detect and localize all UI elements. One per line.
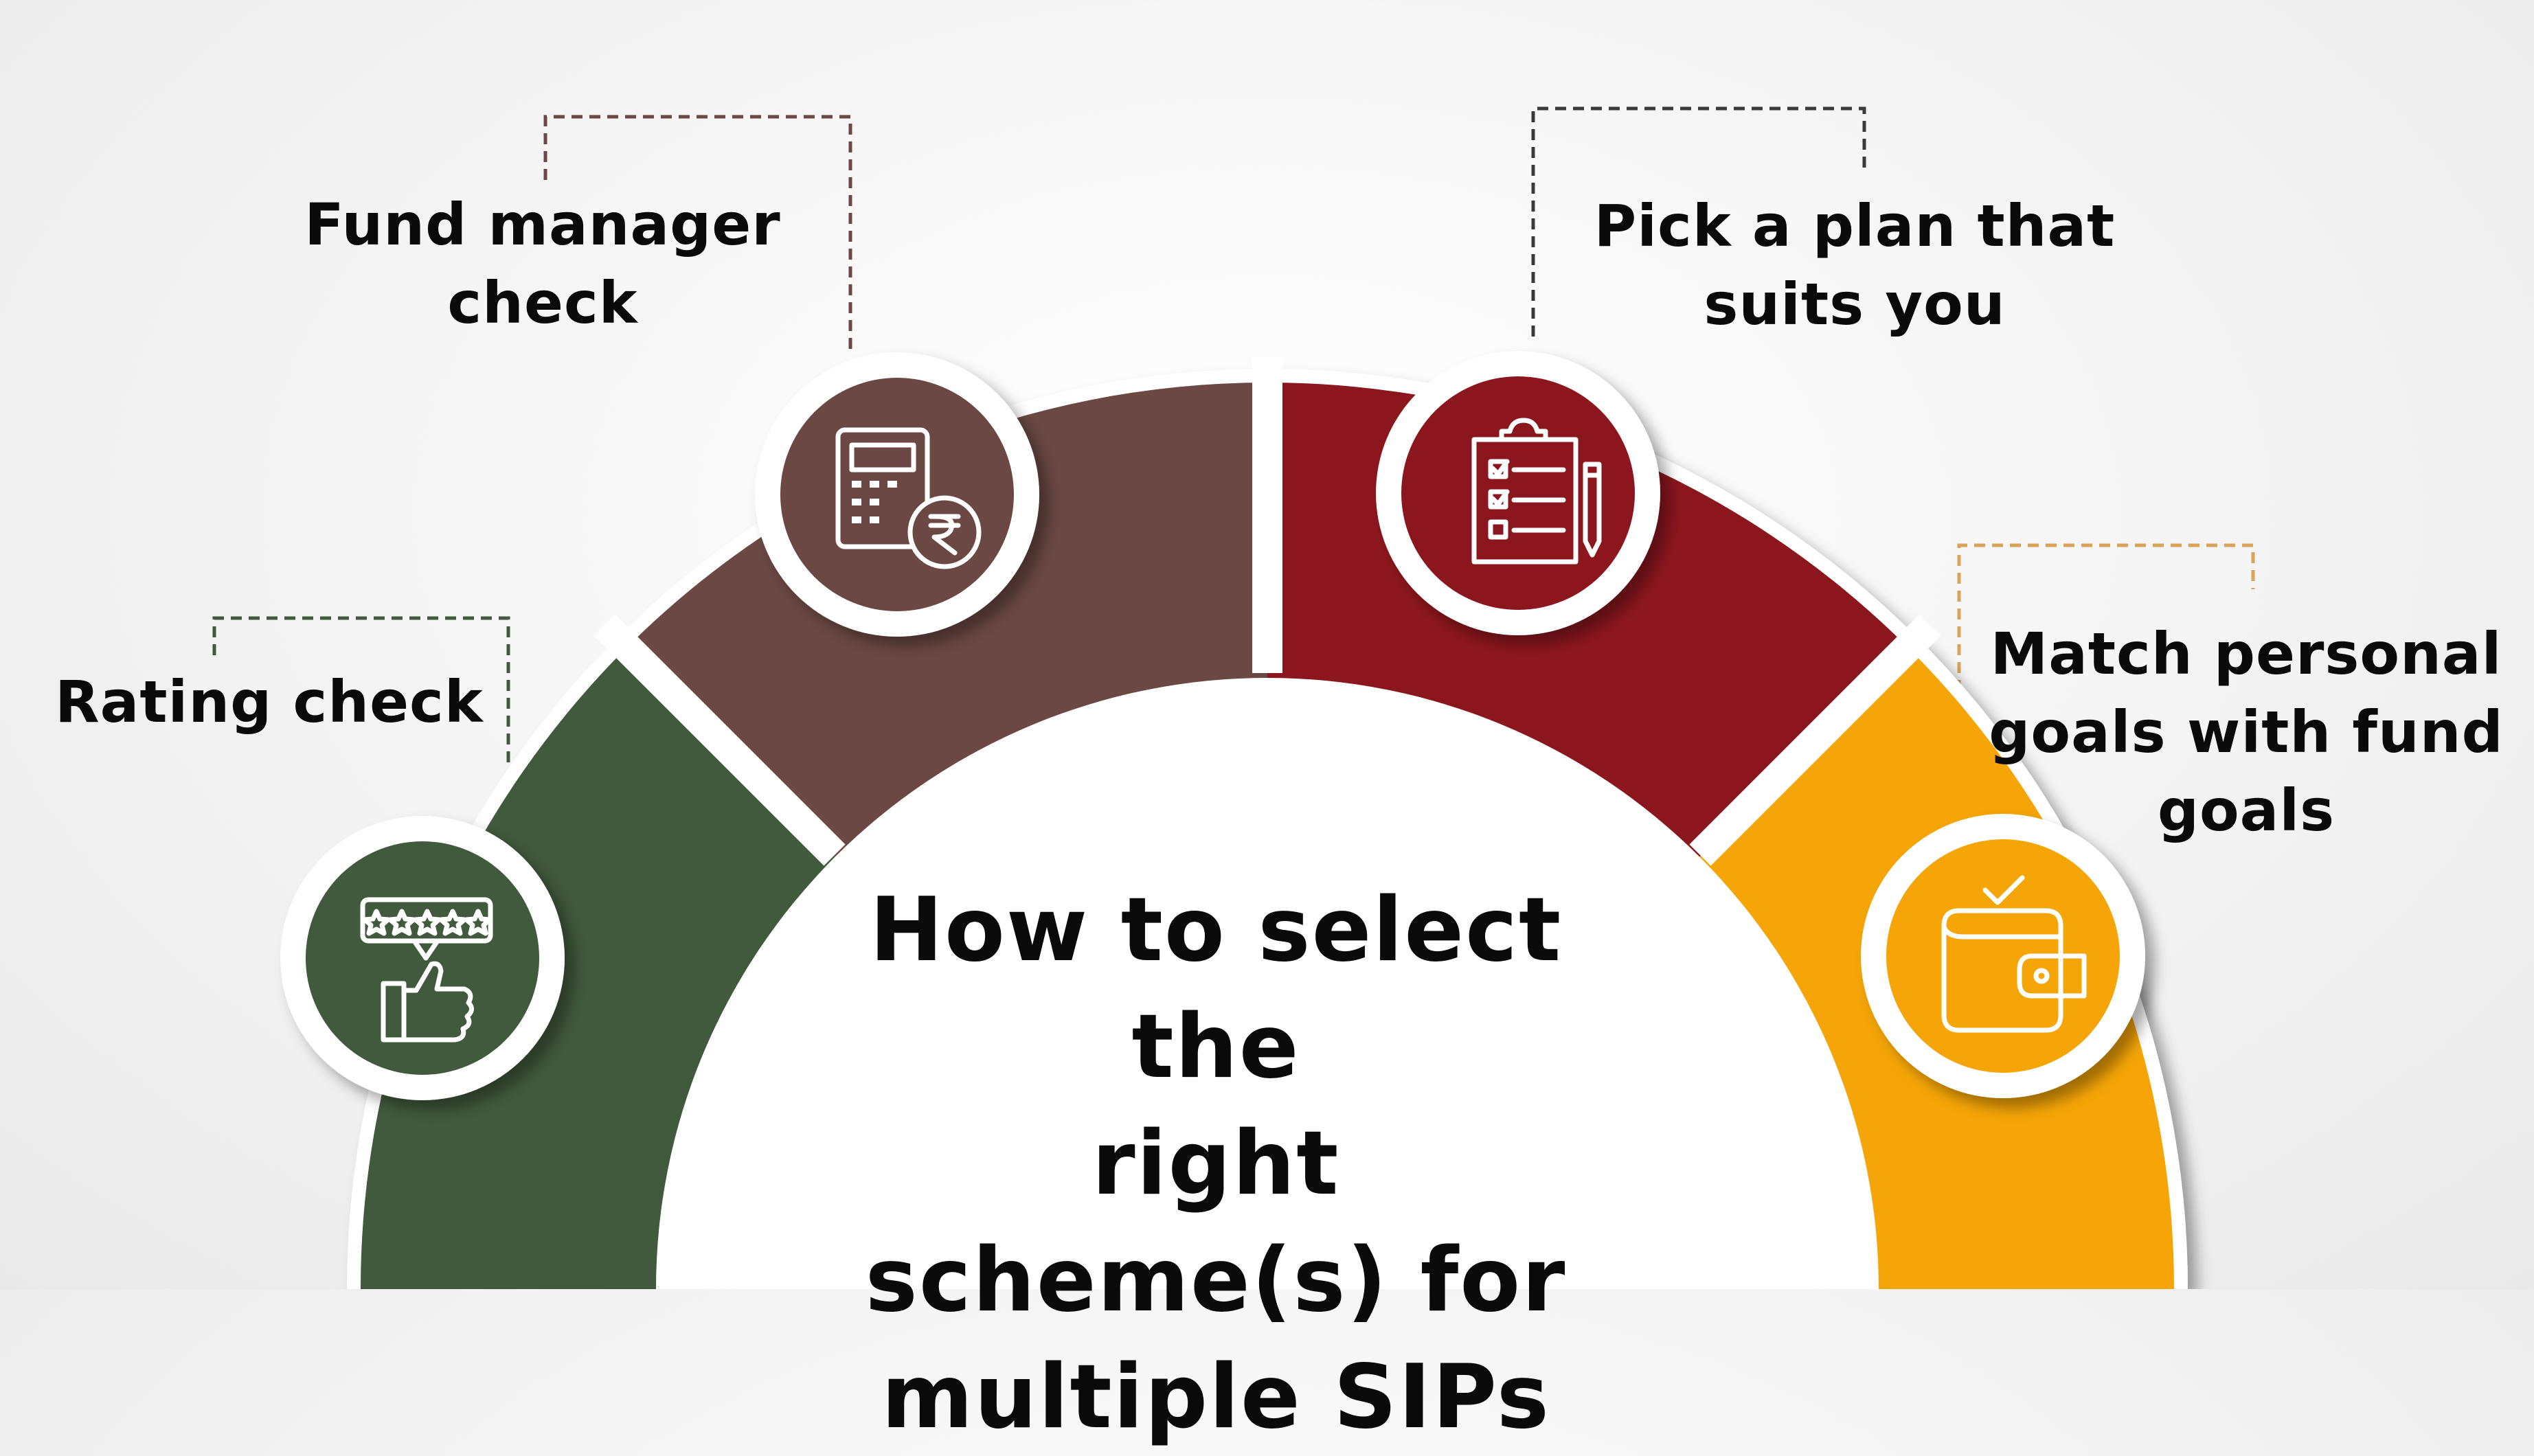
- leader-line-rating: [212, 616, 510, 762]
- step-label-fund-manager: Fund manager check: [268, 185, 817, 342]
- step-label-match-goals-line-1: Match personal: [1990, 620, 2502, 687]
- leader-lines: [212, 106, 2255, 798]
- center-title: How to select the right scheme(s) for mu…: [817, 872, 1614, 1456]
- center-title-line-3: multiple SIPs: [881, 1346, 1550, 1448]
- leader-line-match-goals: [1957, 543, 2255, 798]
- separator-3: [1689, 614, 1941, 866]
- infographic-diagram: [212, 106, 2255, 1289]
- step-label-pick-plan-line-2: suits you: [1704, 271, 2006, 338]
- badge-fund-manager: [755, 352, 1039, 637]
- step-label-rating: Rating check: [55, 663, 484, 741]
- checklist-clipboard-icon: [1471, 418, 1602, 565]
- badge-match-goals: [1861, 814, 2145, 1098]
- center-title-line-2: right scheme(s) for: [865, 1113, 1567, 1332]
- step-label-match-goals-line-2: goals with fund: [1989, 698, 2504, 766]
- separator-1: [593, 614, 846, 866]
- step-label-pick-plan-line-1: Pick a plan that: [1594, 192, 2116, 260]
- rating-thumbs-up-icon: [360, 897, 493, 1043]
- leader-line-fund-manager: [543, 115, 852, 349]
- badge-pick-plan: [1376, 351, 1660, 635]
- wallet-check-icon: [1941, 875, 2087, 1033]
- step-label-rating-line-1: Rating check: [55, 668, 484, 736]
- step-label-match-goals: Match personal goals with fund goals: [1978, 615, 2514, 850]
- badge-rating: [280, 816, 565, 1100]
- step-label-fund-manager-line-2: check: [447, 269, 638, 337]
- step-label-fund-manager-line-1: Fund manager: [304, 191, 781, 258]
- center-disc: [656, 678, 1879, 1289]
- center-title-line-1: How to select the: [869, 879, 1563, 1098]
- segment-separators: [593, 357, 1941, 866]
- leader-line-pick-plan: [1531, 106, 1866, 337]
- step-label-match-goals-line-3: goals: [2157, 777, 2335, 844]
- step-label-pick-plan: Pick a plan that suits you: [1580, 187, 2129, 343]
- calculator-rupee-icon: [835, 427, 982, 569]
